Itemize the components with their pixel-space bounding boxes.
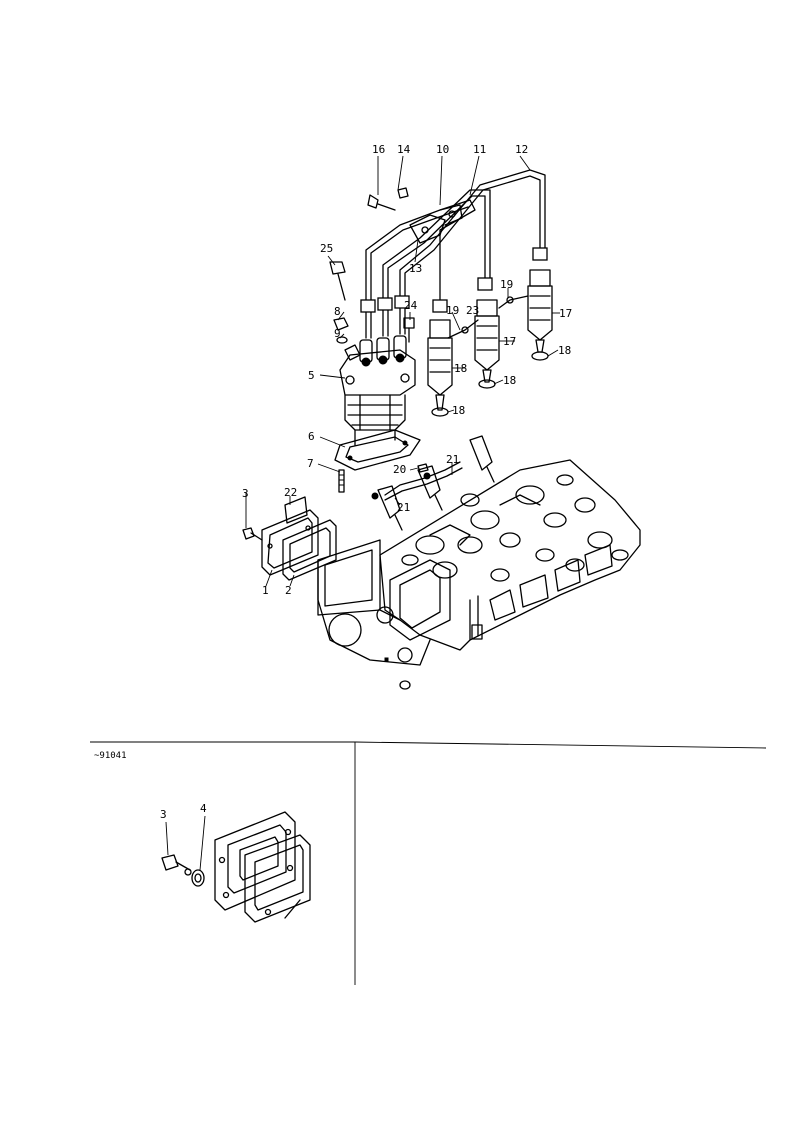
leader-lines	[245, 155, 560, 587]
callout-2: 2	[285, 584, 292, 597]
callout-1: 1	[262, 584, 269, 597]
side-cover-gaskets	[242, 496, 337, 581]
callout-18-mid: 18	[503, 374, 516, 387]
callout-23: 23	[466, 304, 479, 317]
callout-3: 3	[242, 487, 249, 500]
callout-14: 14	[397, 143, 411, 156]
callout-17-right: 17	[559, 307, 572, 320]
nozzle-holders	[427, 269, 553, 417]
cylinder-head	[317, 459, 641, 690]
callout-16: 16	[372, 143, 385, 156]
small-fasteners	[329, 261, 415, 493]
inset-detail: ~91041 3 4	[94, 751, 311, 923]
callout-8: 8	[334, 305, 341, 318]
callout-6: 6	[308, 430, 315, 443]
callout-19-left: 19	[446, 304, 459, 317]
inset-frame	[90, 741, 767, 985]
callout-24: 24	[404, 299, 418, 312]
callout-25: 25	[320, 242, 333, 255]
callout-18-left: 18	[452, 404, 465, 417]
callout-10: 10	[436, 143, 449, 156]
callout-13: 13	[409, 262, 422, 275]
glow-plugs-lead	[371, 435, 495, 531]
injection-pipes	[360, 169, 548, 339]
callout-21-bottom: 21	[397, 501, 410, 514]
callout-16-nozzle: 18	[454, 362, 467, 375]
callout-5: 5	[308, 369, 315, 382]
callout-18-right: 18	[558, 344, 571, 357]
callout-21-top: 21	[446, 453, 459, 466]
inset-callout-4: 4	[200, 802, 207, 815]
inset-callout-3: 3	[160, 808, 167, 821]
callout-17-mid: 17	[503, 335, 516, 348]
callout-12: 12	[515, 143, 528, 156]
callout-7: 7	[307, 457, 314, 470]
callout-22: 22	[284, 486, 297, 499]
callout-11: 11	[473, 143, 486, 156]
callout-labels: 16 14 10 11 12 13 25 24 19 23 19 8 9 5 1…	[242, 143, 572, 597]
callout-9: 9	[334, 327, 341, 340]
injection-pump	[334, 335, 421, 471]
callout-19-right: 19	[500, 278, 513, 291]
callout-20: 20	[393, 463, 406, 476]
inset-serial-label: ~91041	[94, 751, 127, 761]
